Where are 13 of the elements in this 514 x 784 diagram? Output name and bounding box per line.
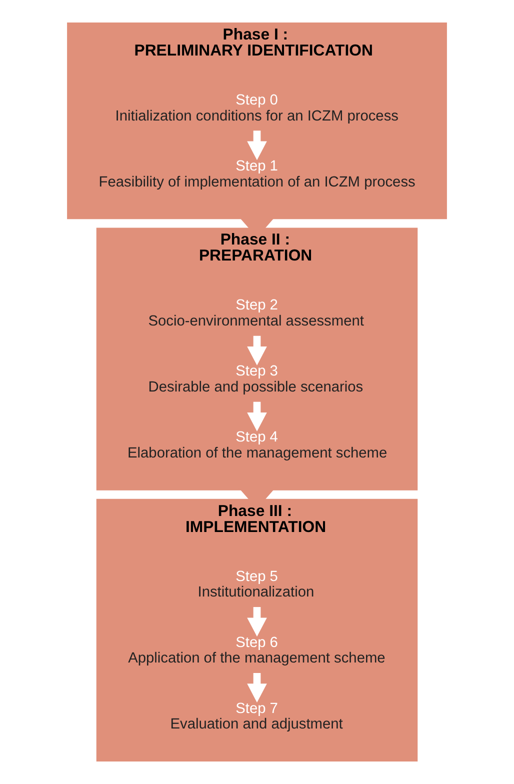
node-text: Step 5 Institutionalization	[198, 568, 314, 601]
node-text: Step 2 Socio-environmental assessment	[148, 298, 364, 330]
node-text: Step 6 Application of the management scheme	[128, 634, 386, 667]
arrow	[247, 673, 267, 703]
arrow	[247, 607, 267, 637]
arrow	[247, 402, 267, 432]
node-text: Step 0 Initialization conditions for an ICZM process	[115, 92, 398, 124]
node-text: Step 4 Elaboration of the management scheme	[128, 430, 388, 462]
node-text: Step 7 Evaluation and adjustment	[170, 700, 343, 733]
arrow	[247, 336, 267, 366]
node-text: Step 1 Feasibility of implementation of an ICZM process	[98, 158, 416, 190]
node-text: Step 3 Desirable and possible scenarios	[148, 364, 364, 396]
arrow	[247, 130, 267, 160]
